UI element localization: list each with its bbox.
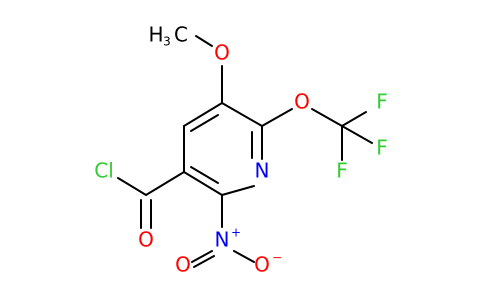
atom-cl: Cl [94, 159, 114, 183]
bond-c6-c5-inner [190, 166, 219, 184]
atom-o-nitro-left: O [175, 253, 191, 277]
atom-o-carbonyl: O [138, 228, 154, 252]
nitro-o-charge: − [272, 251, 282, 265]
bond-nitro-o-left-2 [193, 255, 215, 268]
bond-nitro-o-right [233, 250, 255, 263]
atom-o-nitro-right: O [254, 253, 270, 277]
bond-o-cf3 [311, 108, 343, 127]
bond-o-methyl [195, 35, 213, 47]
bond-c5-carbonyl [145, 171, 185, 196]
ring-bonds [183, 102, 263, 196]
methyl-h: H [148, 23, 163, 47]
atom-f-bottom: F [336, 159, 348, 183]
methyl-subscript: 3 [163, 35, 171, 49]
bond-n-c6 [221, 185, 255, 196]
substituent-bonds [117, 35, 373, 268]
atom-o-ether: O [294, 90, 310, 114]
bond-c-f-top1 [341, 111, 367, 127]
bond-c3-c4 [183, 102, 223, 127]
methyl-c: C [174, 23, 188, 47]
nitro-n-charge: + [231, 226, 241, 240]
atom-f-top1: F [376, 90, 388, 114]
bond-c2-o-ether [261, 108, 293, 127]
bond-c6-c5 [183, 171, 223, 196]
atom-n-nitro: N [215, 228, 230, 252]
bond-c3-c2 [221, 102, 263, 127]
bond-c3-c4-inner [190, 114, 219, 132]
bond-nitro-o-left [191, 250, 213, 263]
atom-labels: H 3 C O O F F F N Cl O N + O O − [94, 23, 388, 277]
bond-c-f-top2 [341, 125, 373, 144]
bond-carbonyl-cl [117, 177, 147, 196]
atom-o-methoxy: O [214, 41, 230, 65]
atom-f-top2: F [376, 136, 388, 160]
atom-n-ring: N [255, 159, 270, 183]
